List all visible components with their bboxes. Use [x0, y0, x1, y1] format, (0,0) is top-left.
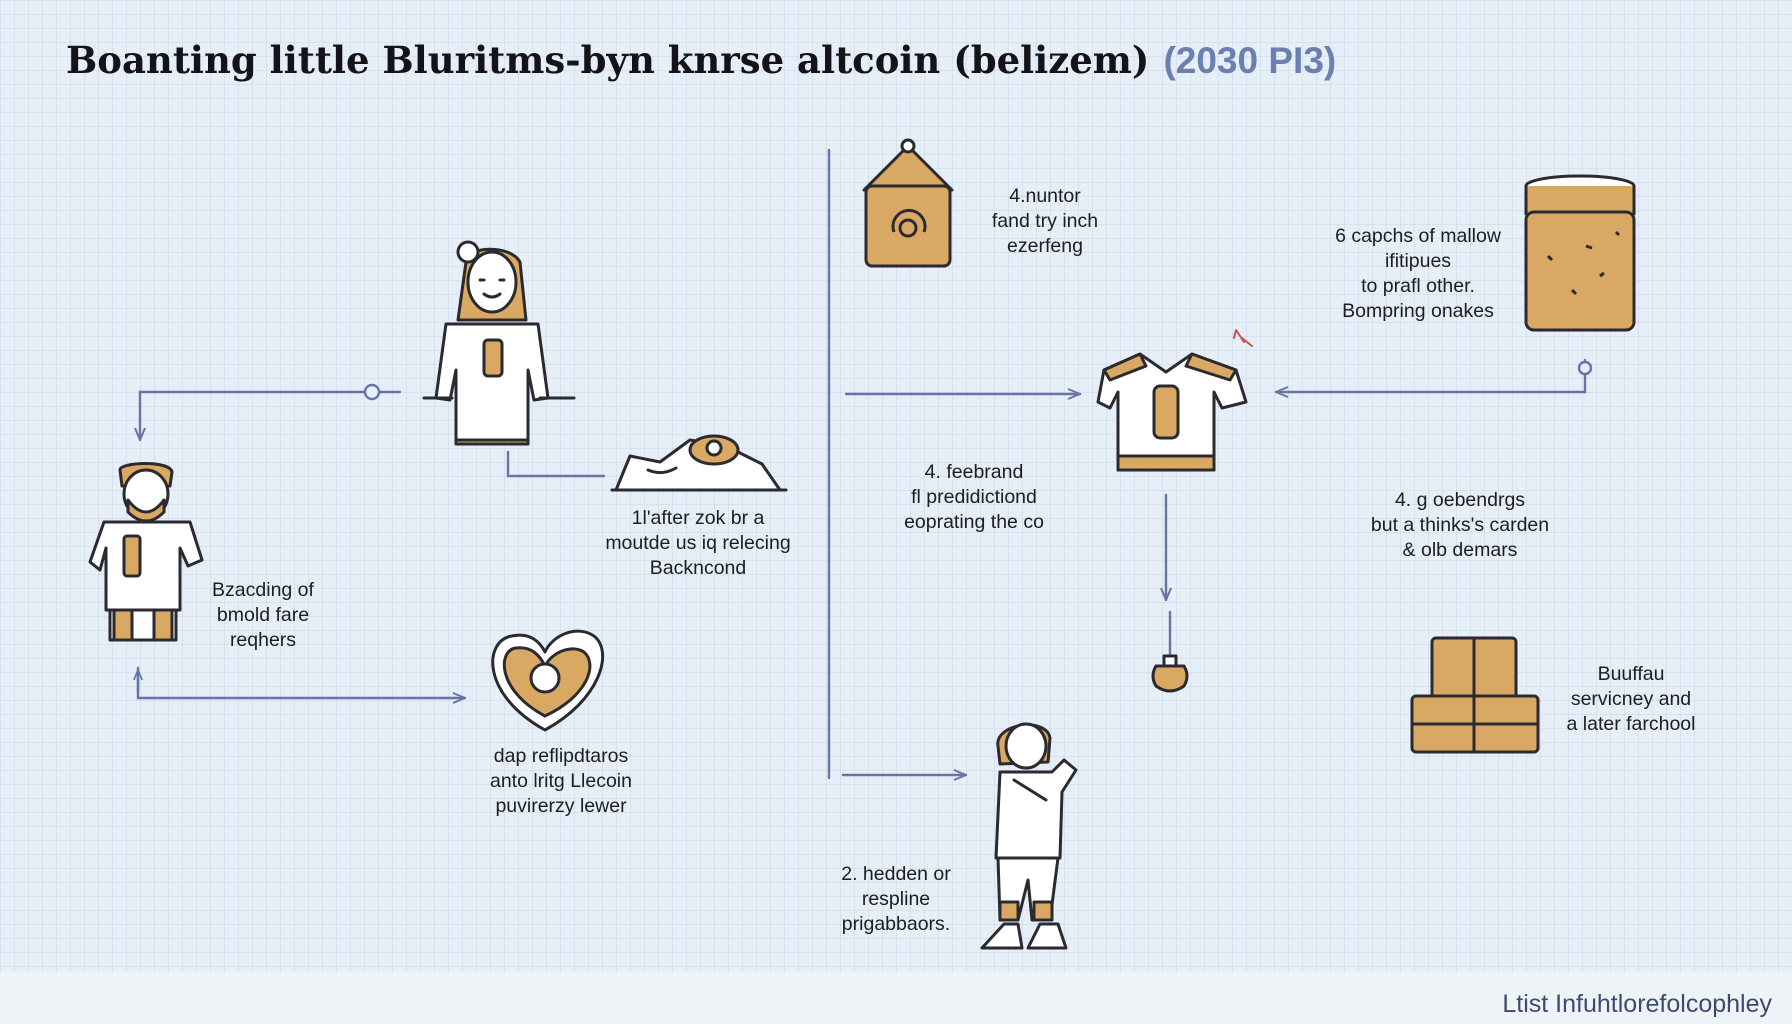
label-capchs: 6 capchs of mallow ifitipues to prafl ot… — [1320, 224, 1516, 324]
label-line: 6 capchs of mallow — [1335, 225, 1501, 247]
footer-caption: Ltist Infuhtlorefolcophley — [1502, 990, 1772, 1018]
label-line: servicney and — [1570, 688, 1692, 710]
line-person-to-ship — [506, 450, 606, 478]
jar-icon — [1524, 174, 1636, 332]
label-line: bmold fare — [216, 604, 310, 626]
label-line: anto lritg Llecoin — [489, 770, 632, 792]
label-line: 2. hedden or — [841, 863, 951, 885]
lantern-icon — [862, 138, 954, 268]
label-line: & olb demars — [1402, 539, 1518, 561]
ship-icon — [610, 434, 788, 492]
arrow-jar-to-shirt — [1274, 358, 1587, 392]
label-line: Bompring onakes — [1342, 300, 1494, 322]
connector-node — [363, 383, 381, 401]
walking-person-icon — [980, 722, 1078, 950]
label-line: 1l'after zok br a — [631, 507, 765, 529]
label-line: prigabbaors. — [841, 913, 951, 935]
label-dap-refli: dap reflipdtaros anto lritg Llecoin puvi… — [466, 744, 656, 819]
label-line: moutde us iq relecing — [605, 532, 791, 554]
title-subtitle: (2030 PI3) — [1163, 40, 1337, 81]
label-line: 4. feebrand — [924, 461, 1024, 483]
label-oebendrgs: 4. g oebendrgs but a thinks's carden & o… — [1352, 488, 1568, 563]
red-spark-icon — [1233, 329, 1253, 347]
label-line: but a thinks's carden — [1370, 514, 1550, 536]
label-line: fand try inch — [991, 210, 1099, 232]
bulb-icon — [1151, 654, 1189, 693]
label-bazacding: Bzacding of bmold fare reqhers — [182, 578, 344, 653]
box-icon — [1410, 636, 1540, 754]
label-line: Bzacding of — [212, 579, 314, 601]
label-line: fl predidictiond — [911, 486, 1037, 508]
label-line: ifitipues — [1384, 250, 1452, 272]
bearded-man-icon — [88, 462, 204, 642]
label-line: reqhers — [229, 629, 297, 651]
long-hair-person-icon — [422, 240, 576, 446]
footer-band — [0, 972, 1792, 1024]
label-line: Backncond — [649, 557, 747, 579]
label-hedden: 2. hedden or respline prigabbaors. — [824, 862, 968, 937]
arrow-top-left-loop — [140, 390, 402, 442]
label-line: dap reflipdtaros — [493, 745, 629, 767]
title-main: Boanting little Bluritms-byn knrse altco… — [66, 38, 1150, 82]
connector-lines — [136, 148, 1593, 778]
label-line: Buuffau — [1597, 663, 1665, 685]
label-line: 4. g oebendrgs — [1394, 489, 1526, 511]
label-line: 4.nuntor — [1009, 185, 1081, 207]
label-line: ezerfeng — [1007, 235, 1083, 257]
label-line: to prafl other. — [1361, 275, 1475, 297]
heart-icon — [491, 629, 605, 732]
label-line: puvirerzy lewer — [495, 795, 627, 817]
diagram-title: Boanting little Bluritms-byn knrse altco… — [66, 38, 1336, 82]
label-after-zok: 1l'after zok br a moutde us iq relecing … — [586, 506, 810, 581]
label-line: eoprating the co — [904, 511, 1044, 533]
connector-node — [1577, 360, 1593, 376]
label-line: respline — [861, 888, 931, 910]
shirt-icon — [1096, 352, 1248, 472]
label-kuntor: 4.nuntor fand try inch ezerfeng — [968, 184, 1122, 259]
label-feebrand: 4. feebrand fl predidictiond eoprating t… — [880, 460, 1068, 535]
label-line: a later farchool — [1566, 713, 1696, 735]
label-buuffau: Buuffau servicney and a later farchool — [1554, 662, 1708, 737]
arrow-bottom-left-loop — [136, 666, 467, 698]
